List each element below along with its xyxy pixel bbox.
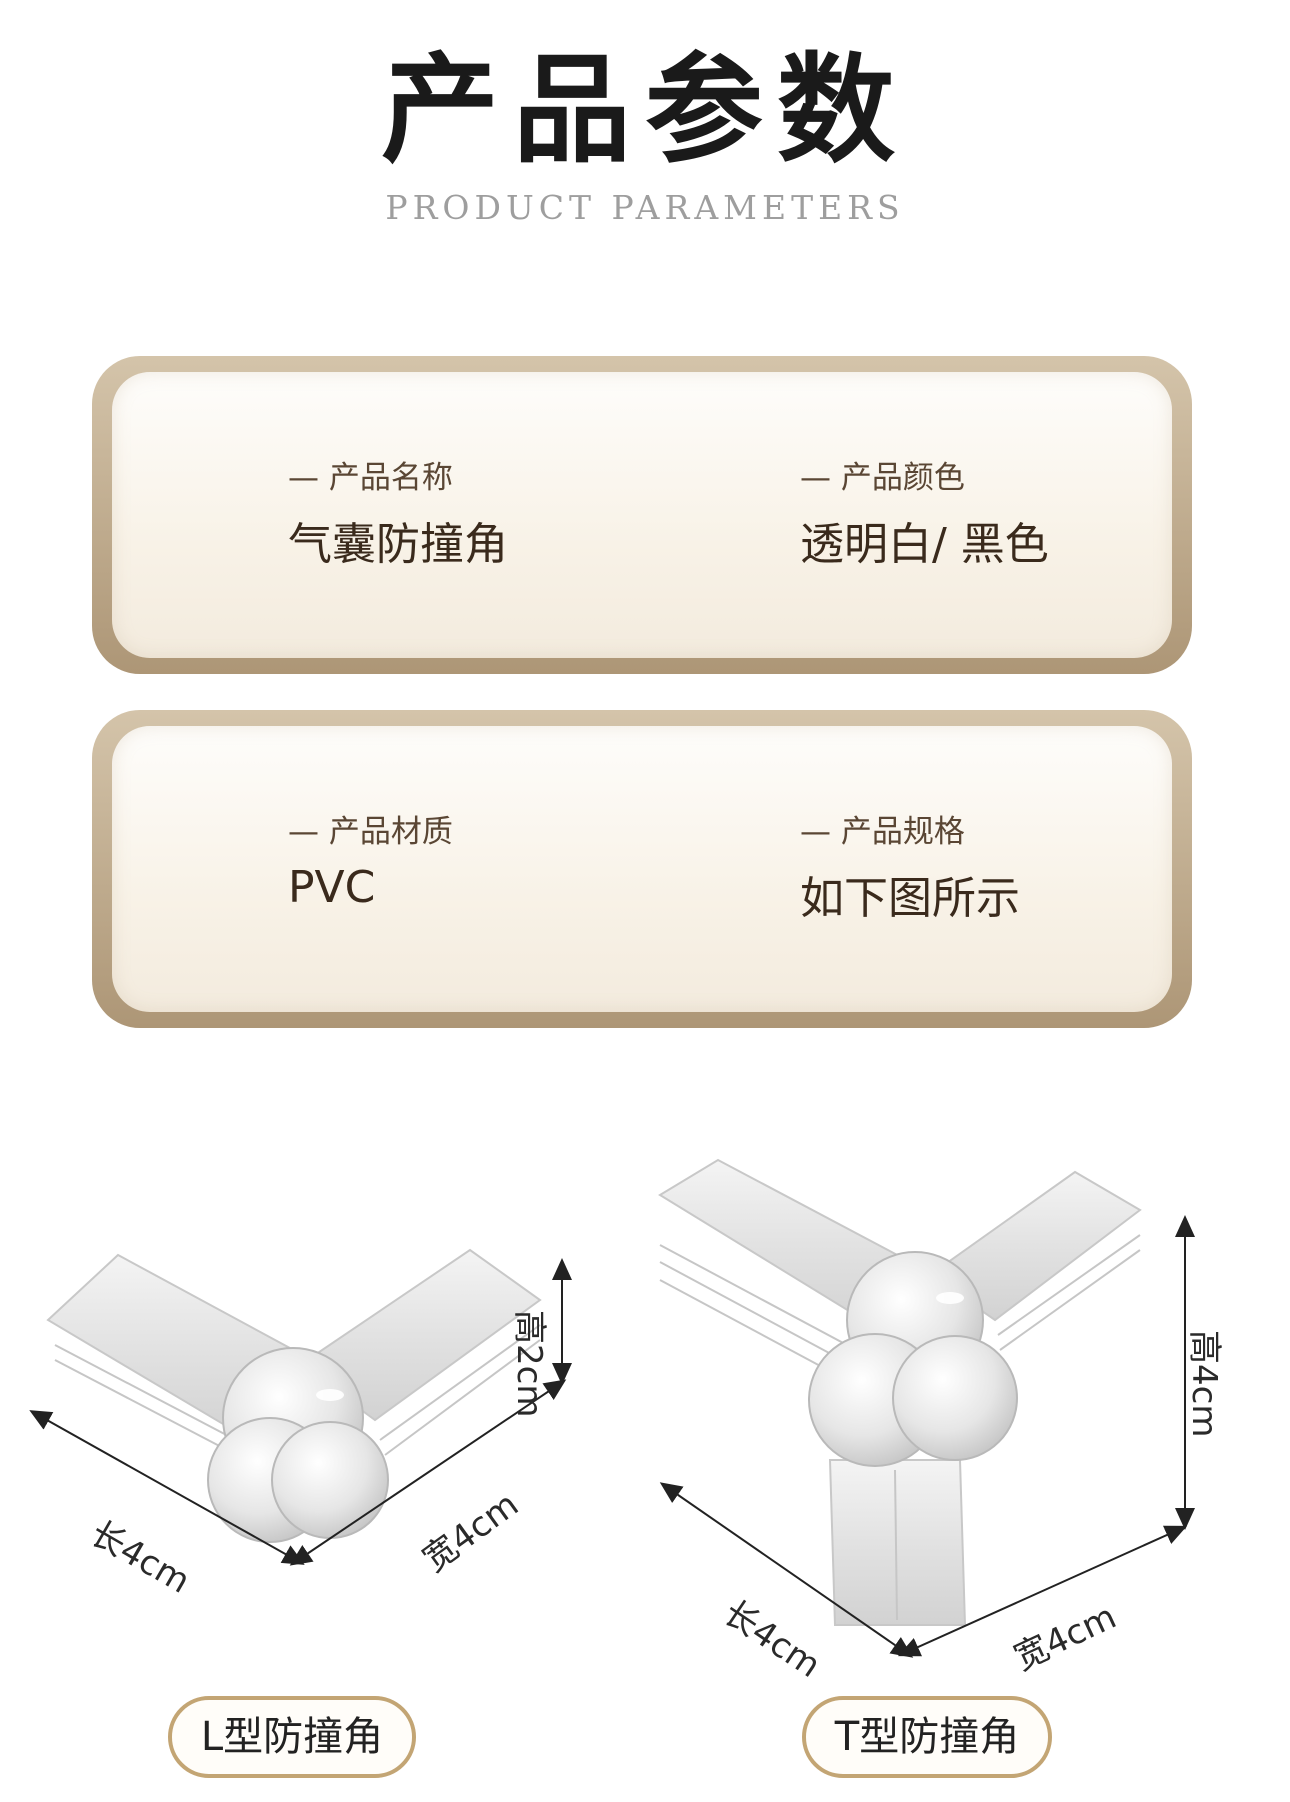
product-color-value: 透明白/ 黑色 bbox=[800, 519, 1049, 570]
page-title: 产品参数 bbox=[380, 41, 909, 179]
product-color-label: — 产品颜色 bbox=[800, 460, 965, 496]
param-card-2: — 产品材质 PVC — 产品规格 如下图所示 bbox=[92, 710, 1192, 1028]
t-type-corner-image bbox=[658, 1158, 1142, 1626]
product-name-label: — 产品名称 bbox=[288, 460, 453, 496]
param-card-inner bbox=[112, 372, 1172, 658]
t-type-name-badge: T型防撞角 bbox=[802, 1696, 1052, 1778]
param-card-inner bbox=[112, 726, 1172, 1012]
product-material-label: — 产品材质 bbox=[288, 814, 453, 850]
page-subtitle: PRODUCT PARAMETERS bbox=[385, 188, 905, 227]
product-spec-label: — 产品规格 bbox=[800, 814, 965, 850]
param-card-1: — 产品名称 气囊防撞角 — 产品颜色 透明白/ 黑色 bbox=[92, 356, 1192, 674]
product-spec-value: 如下图所示 bbox=[800, 873, 1020, 924]
product-name-value: 气囊防撞角 bbox=[288, 519, 508, 570]
l-type-name-badge: L型防撞角 bbox=[168, 1696, 416, 1778]
product-material-value: PVC bbox=[288, 862, 376, 913]
l-type-corner-image bbox=[46, 1248, 542, 1543]
l-type-height-label: 高2cm bbox=[509, 1310, 549, 1418]
t-type-height-label: 高4cm bbox=[1184, 1330, 1224, 1438]
